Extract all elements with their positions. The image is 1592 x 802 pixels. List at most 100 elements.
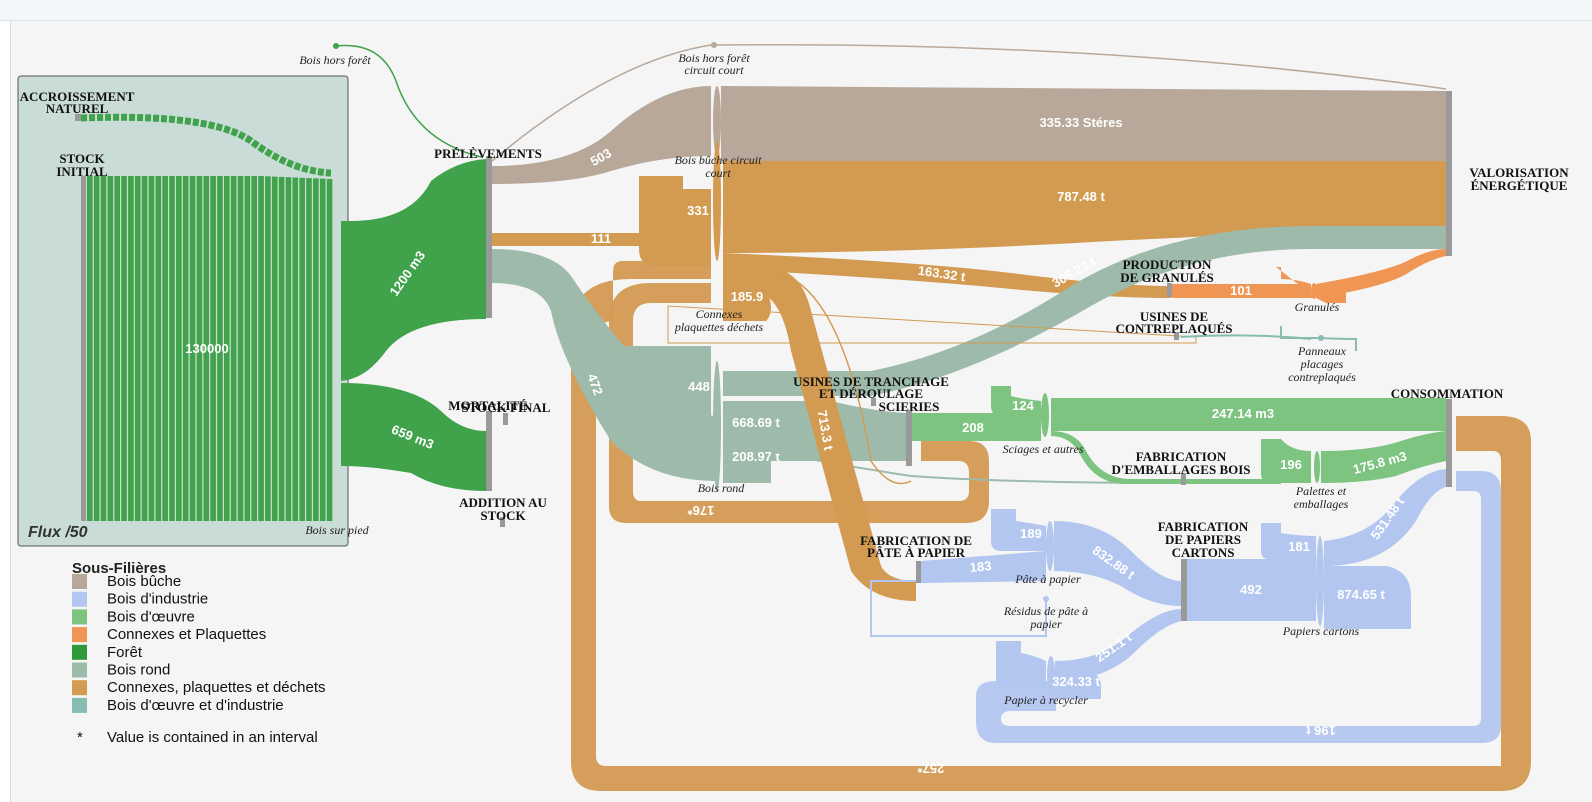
node-cartons-bar[interactable] (1181, 559, 1187, 621)
stock-strip (169, 176, 175, 521)
node-granules[interactable] (1311, 283, 1317, 299)
flow-175[interactable] (1321, 431, 1446, 483)
node-sciages[interactable] (1041, 393, 1049, 437)
node-emballages-bar[interactable] (1181, 473, 1186, 485)
flow-recycler-in[interactable] (996, 641, 1046, 689)
node-hors-foret-cc[interactable] (711, 42, 717, 48)
flow-247[interactable] (1051, 398, 1446, 431)
flow-492[interactable] (1187, 559, 1316, 621)
label-pate-papier: Pâte à papier (1014, 572, 1081, 586)
node-tranchage-bar[interactable] (871, 398, 876, 406)
flow-steres[interactable] (721, 86, 1446, 161)
value-176: 176* (687, 503, 715, 518)
value-668: 668.69 t (732, 415, 780, 430)
product-labels: Bois hors forêt Bois hors forêt circuit … (299, 51, 1359, 707)
legend-note-text: Value is contained in an interval (107, 729, 318, 746)
node-prelevements-bar[interactable] (486, 156, 492, 318)
stock-strip (100, 176, 107, 521)
flow-hors-foret-cc[interactable] (491, 43, 1447, 162)
stock-strip (271, 176, 278, 521)
label-residus-2: papier (1029, 617, 1062, 631)
stock-strips[interactable] (87, 176, 333, 522)
node-labels: ACCROISSEMENT NATUREL STOCK INITIAL PRÉL… (20, 89, 1570, 560)
node-bois-hors-foret[interactable] (333, 43, 339, 49)
node-palettes[interactable] (1314, 451, 1320, 483)
label-sciages: Sciages et autres (1003, 442, 1084, 456)
flow-308[interactable] (723, 226, 1446, 396)
node-contreplaques-bar[interactable] (1174, 332, 1179, 340)
flow-531[interactable] (1324, 469, 1446, 566)
node-buche-cc[interactable] (713, 86, 721, 156)
stock-strip (285, 177, 292, 521)
node-stock-initial-bar[interactable] (81, 176, 86, 521)
flow-connexes-thin[interactable] (770, 270, 912, 485)
node-pate-bar[interactable] (916, 561, 921, 583)
legend-swatch (72, 591, 87, 607)
node-residus[interactable] (1043, 596, 1049, 602)
node-consommation-bar[interactable] (1446, 399, 1452, 487)
flow-thin-rond[interactable] (722, 440, 1182, 484)
flow-713[interactable] (723, 269, 916, 601)
label-hors-foret-cc: Bois hors forêt (678, 51, 750, 65)
legend-item-label: Forêt (107, 644, 143, 661)
value-101: 101 (1230, 283, 1252, 298)
flow-granules[interactable] (1172, 284, 1311, 298)
node-addition-small[interactable] (500, 517, 505, 527)
flow-connexes-331[interactable] (639, 176, 711, 266)
flow-sciages-208[interactable] (912, 413, 1041, 441)
flow-185[interactable] (723, 289, 771, 321)
label-bois-sur-pied: Bois sur pied (305, 523, 369, 537)
value-163: 163.32 t (917, 263, 967, 285)
flow-bois-hors-foret[interactable] (335, 44, 482, 158)
flow-183[interactable] (921, 551, 1046, 583)
stock-strip (210, 176, 216, 521)
value-185: 185.9 (731, 289, 764, 304)
flow-emballages-out[interactable] (1186, 479, 1281, 484)
flow-874[interactable] (1324, 566, 1411, 629)
legend-item-label: Bois d'œuvre (107, 608, 195, 625)
label-stock-initial: STOCK (59, 151, 105, 166)
value-181: 181 (1288, 539, 1310, 554)
flow-residus-line[interactable] (870, 580, 1047, 637)
flow-sciages-124-in[interactable] (991, 386, 1041, 416)
node-accroissement-bar[interactable] (75, 114, 81, 121)
node-papiers-cartons[interactable] (1316, 536, 1324, 626)
flow-bois-rond[interactable] (492, 249, 716, 481)
value-247: 247.14 m3 (1212, 406, 1274, 421)
flow-contreplaques-box[interactable] (667, 305, 1197, 344)
flow-granules-valor[interactable] (1316, 249, 1446, 298)
node-pate-papier[interactable] (1046, 521, 1054, 571)
node-scieries-bar[interactable] (906, 411, 912, 466)
flow-832[interactable] (1054, 521, 1181, 606)
node-stock-final-bar[interactable] (503, 413, 508, 425)
node-granules-bar[interactable] (1167, 283, 1172, 297)
flow-448-in[interactable] (625, 346, 711, 416)
stock-strip (251, 176, 257, 521)
label-palettes: Palettes et (1295, 484, 1347, 498)
accroissement-flow[interactable] (80, 113, 332, 177)
node-panneaux[interactable] (1318, 335, 1324, 341)
flow-181-in[interactable] (1261, 523, 1316, 559)
flow-189-in[interactable] (991, 509, 1046, 551)
stock-strip (182, 176, 189, 521)
node-addition-bar[interactable] (486, 411, 492, 491)
flow-251[interactable] (1055, 609, 1181, 681)
label-valorisation: VALORISATION (1469, 165, 1569, 180)
flow-emballages-in[interactable] (1051, 431, 1181, 484)
node-valorisation-bar[interactable] (1446, 91, 1452, 256)
flow-163[interactable] (723, 253, 1171, 298)
flow-324[interactable] (1055, 671, 1101, 699)
node-connexes-cc[interactable] (713, 141, 721, 261)
node-recycler[interactable] (1047, 656, 1055, 692)
node-bois-rond[interactable] (713, 361, 721, 491)
stock-strip (224, 176, 230, 521)
flow-208-rond[interactable] (723, 449, 771, 483)
flow-palettes-196[interactable] (1261, 439, 1311, 483)
stock-strip (176, 176, 182, 521)
flow-buche[interactable] (492, 86, 711, 184)
stock-strip (244, 176, 251, 521)
flow-addition[interactable] (341, 383, 486, 491)
legend-item-label: Connexes et Plaquettes (107, 626, 266, 643)
flow-prelevements[interactable] (341, 159, 486, 381)
